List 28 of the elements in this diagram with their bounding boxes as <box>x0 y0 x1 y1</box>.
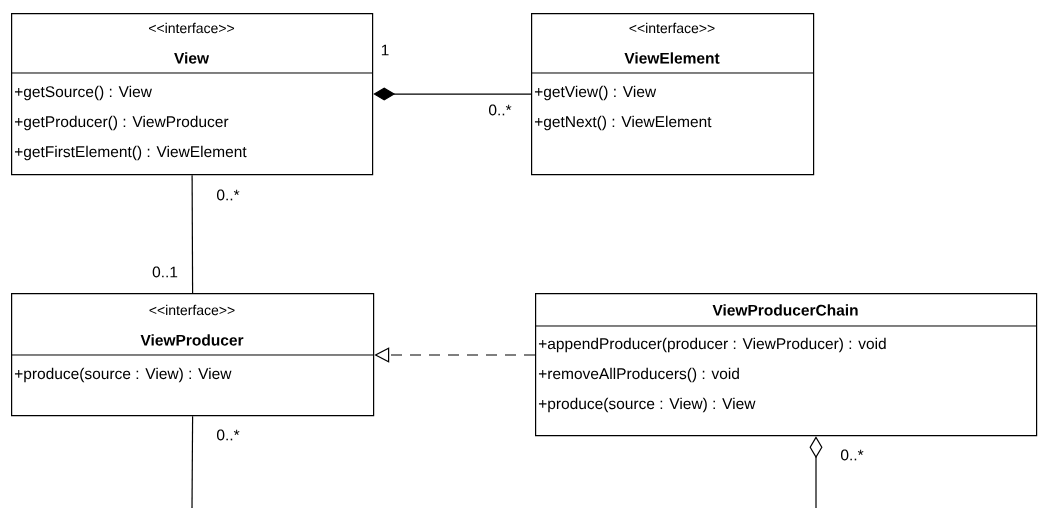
association-line <box>191 415 194 508</box>
realization-arrow <box>374 347 536 363</box>
class-name: ViewElement <box>624 52 720 64</box>
class-box <box>530 13 815 176</box>
class-name: View <box>174 52 210 64</box>
method-text: +removeAllProducers() : void <box>538 367 739 383</box>
method-text: +getFirstElement() : ViewElement <box>14 145 247 161</box>
method-text: +getProducer() : ViewProducer <box>14 115 229 131</box>
multiplicity-label: 0..* <box>489 104 512 116</box>
method-text: +getView() : View <box>534 85 657 101</box>
association-line <box>191 174 194 294</box>
stereotype-label: <<interface>> <box>629 22 715 34</box>
multiplicity-label: 0..* <box>217 189 240 201</box>
composition-line <box>373 87 532 101</box>
class-name: ViewProducerChain <box>712 304 858 316</box>
multiplicity-label: 0..1 <box>152 266 178 278</box>
aggregation-line <box>809 436 823 508</box>
stereotype-label: <<interface>> <box>149 304 235 316</box>
method-text: +getNext() : ViewElement <box>534 115 712 131</box>
stereotype-label: <<interface>> <box>149 22 235 34</box>
class-box <box>10 293 375 417</box>
class-box <box>10 13 374 176</box>
class-box <box>534 293 1038 437</box>
method-text: +getSource() : View <box>14 85 152 101</box>
method-text: +produce(source : View) : View <box>538 397 756 413</box>
method-text: +produce(source : View) : View <box>14 367 232 383</box>
class-name: ViewProducer <box>140 334 244 346</box>
method-text: +appendProducer(producer : ViewProducer) : void <box>538 337 886 353</box>
